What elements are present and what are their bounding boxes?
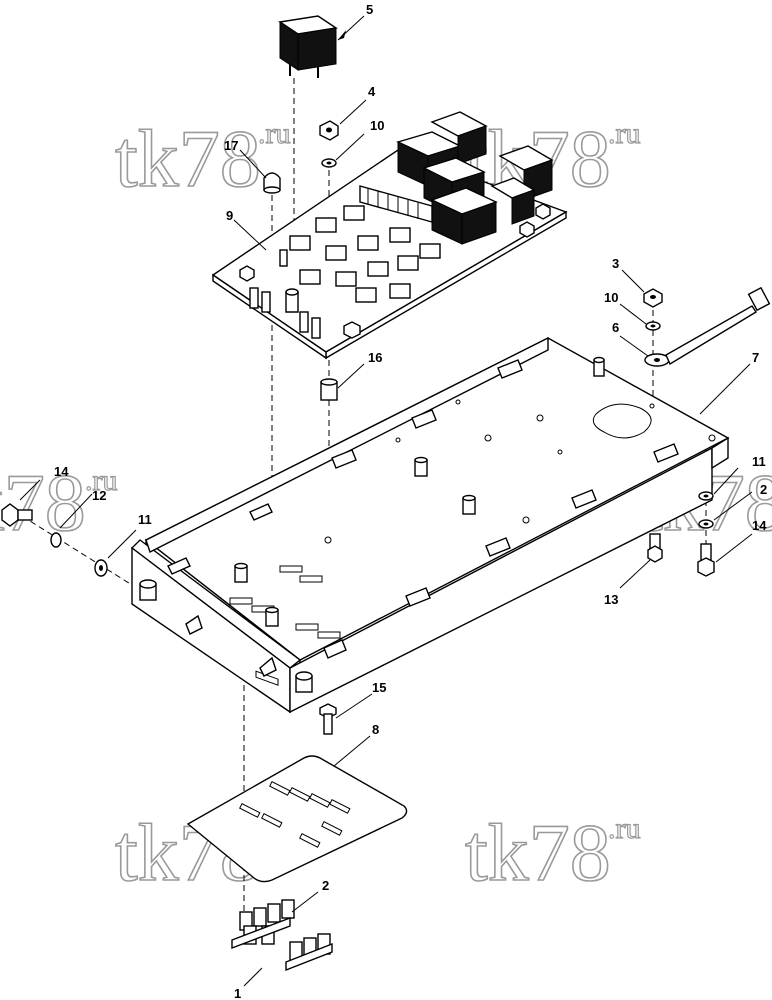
callout-6: 6 [612,320,619,335]
watermark-top-left: tk78 .ru [114,112,291,205]
callout-3: 3 [612,256,619,271]
board-fuse-holders [289,205,441,303]
screw-part-13 [647,533,663,563]
callout-10-top: 10 [370,118,384,133]
svg-text:.ru: .ru [85,464,118,497]
washer-part-10-right [645,321,661,331]
callout-12: 12 [92,488,106,503]
screw-part-14-right [697,543,715,577]
svg-text:.ru: .ru [258,117,291,150]
cover-vent-slots [239,781,351,848]
tray-holes [324,399,716,544]
leader-lines [19,15,753,987]
callout-16: 16 [368,350,382,365]
callout-2: 2 [322,878,329,893]
watermark-mid-left: tk78 .ru [0,456,118,549]
callout-1: 1 [234,986,241,1000]
callout-17: 17 [224,138,238,153]
chassis-tray-part-7 [130,336,730,714]
callout-11-right: 11 [752,454,766,469]
callout-11-left: 11 [138,512,152,527]
nut-part-3 [643,288,663,308]
cap-part-17 [263,172,281,194]
callout-10-right: 10 [604,290,618,305]
callout-7: 7 [752,350,759,365]
ground-strap-part-6 [644,286,771,367]
fuse-block-part-1 [231,916,333,972]
tray-standoffs [139,356,605,693]
svg-text:.ru: .ru [608,117,641,150]
callout-4: 4 [368,84,376,99]
callout-15: 15 [372,680,386,695]
washer-part-2-right [698,519,714,529]
board-terminals [249,249,321,339]
screw-part-14-left [1,503,33,527]
callout-14-right: 14 [752,518,767,533]
washer-part-11-right [698,491,714,501]
circuit-board-part-9 [211,111,568,360]
watermark-bottom-right: tk78 .ru [464,806,641,899]
callouts: 5 4 10 17 9 3 10 6 7 16 11 2 14 13 15 8 … [54,2,767,1000]
washer-part-12-left [50,532,62,548]
nut-part-4 [319,120,339,141]
board-connector-strip [359,185,433,223]
callout-13: 13 [604,592,618,607]
svg-text:tk78: tk78 [0,457,86,548]
washer-part-10-top [321,158,337,168]
svg-text:tk78: tk78 [465,807,611,898]
callout-8: 8 [372,722,379,737]
svg-text:tk78: tk78 [115,113,261,204]
spacer-part-16 [320,378,338,401]
svg-text:.ru: .ru [608,812,641,845]
callout-14-left: 14 [54,464,69,479]
washer-part-11-left [94,559,108,577]
callout-5: 5 [366,2,373,17]
tray-tabs [167,359,679,677]
screw-part-15 [319,703,337,735]
cover-plate-part-8 [186,755,408,883]
relay-part-5 [278,15,338,78]
callout-2-right: 2 [760,482,767,497]
callout-9: 9 [226,208,233,223]
board-relays [396,111,554,245]
